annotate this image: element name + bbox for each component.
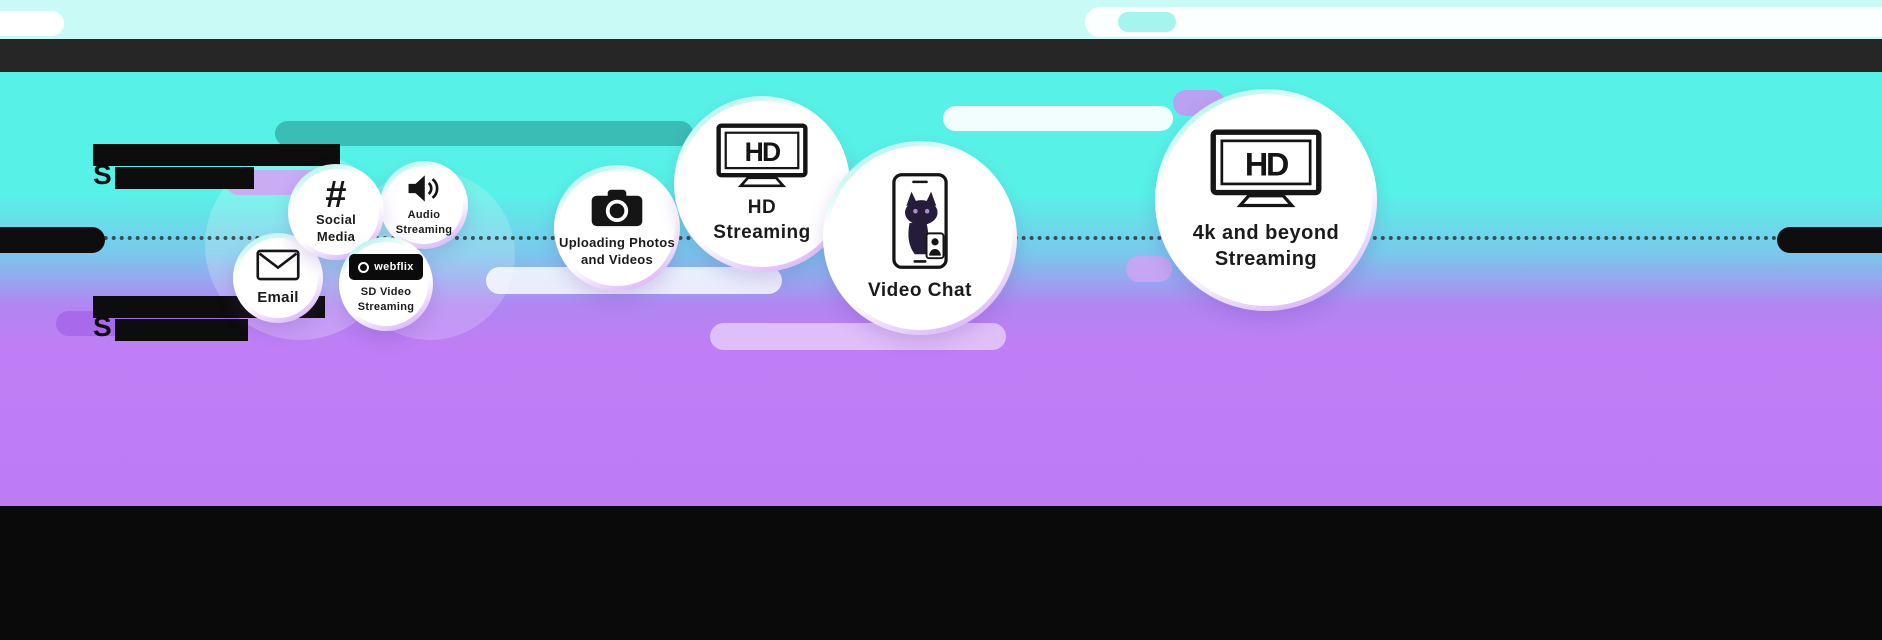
bubble-video-chat: Video Chat — [823, 141, 1017, 335]
bubble-email-inner: Email — [238, 238, 318, 318]
svg-text:HD: HD — [1245, 146, 1288, 182]
bubble-audio-streaming: Audio Streaming — [380, 161, 468, 249]
bubble-hd-streaming-label: HD Streaming — [713, 196, 810, 245]
redacted-heading-bar — [93, 144, 340, 166]
footer-bar — [0, 506, 1882, 640]
hd-tv-icon: HD — [1210, 129, 1322, 207]
label-line: Streaming — [713, 221, 811, 243]
bubble-video-chat-label: Video Chat — [868, 280, 972, 302]
top-strip-cyan-pill-right — [1118, 12, 1176, 32]
speaker-icon — [408, 175, 439, 202]
redacted-heading-initial: S — [93, 311, 112, 342]
top-strip — [0, 0, 1882, 39]
bubble-email-label: Email — [257, 288, 299, 306]
hashtag-icon: # — [325, 174, 347, 217]
bubble-sd-video-streaming-inner: webflix SD Video Streaming — [344, 242, 428, 326]
video-call-phone-icon — [892, 173, 948, 270]
top-strip-white-pill-left — [0, 11, 64, 36]
edge-pill-left — [0, 227, 105, 253]
label-line: Audio — [407, 209, 441, 222]
bubble-sd-video-streaming-label: SD Video Streaming — [358, 285, 415, 314]
bubble-uploading-photos-inner: Uploading Photos and Videos — [559, 170, 675, 286]
edge-pill-right — [1777, 227, 1882, 253]
webflix-logo-text: webflix — [374, 261, 414, 274]
hd-tv-icon: HD — [716, 123, 808, 187]
label-line: Social — [315, 212, 357, 228]
speed-streak-purple — [1126, 256, 1172, 282]
label-line: SD Video — [360, 286, 412, 299]
bubble-email: Email — [233, 233, 323, 323]
bubble-4k-streaming-inner: HD 4k and beyond Streaming — [1160, 94, 1372, 306]
header-bar — [0, 39, 1882, 72]
bubble-sd-video-streaming: webflix SD Video Streaming — [339, 237, 433, 331]
label-line: Media — [316, 229, 356, 245]
label-line: 4k and beyond — [1192, 221, 1340, 244]
redacted-heading-initial: S — [93, 159, 112, 190]
bubble-audio-streaming-inner: Audio Streaming — [385, 166, 463, 244]
redacted-heading-bar — [115, 167, 254, 189]
envelope-icon — [256, 249, 300, 281]
top-strip-white-band-right — [1085, 7, 1882, 37]
bubble-audio-streaming-label: Audio Streaming — [396, 208, 453, 237]
bubble-video-chat-inner: Video Chat — [828, 146, 1012, 330]
webflix-ring-icon — [358, 261, 370, 273]
label-line: Uploading Photos — [559, 235, 676, 251]
bubble-hd-streaming: HD HD Streaming — [674, 96, 850, 272]
webflix-logo: webflix — [349, 254, 423, 281]
speed-streak-teal — [275, 121, 693, 146]
label-line: and Videos — [580, 252, 654, 267]
bubble-uploading-photos: Uploading Photos and Videos — [554, 165, 680, 291]
label-line: HD — [747, 196, 777, 218]
label-line: Streaming — [357, 300, 415, 313]
label-line: Streaming — [1214, 247, 1318, 270]
bubble-4k-streaming: HD 4k and beyond Streaming — [1155, 89, 1377, 311]
bubble-uploading-photos-label: Uploading Photos and Videos — [559, 235, 675, 269]
label-line: Streaming — [395, 223, 453, 236]
speed-streak-white — [943, 106, 1173, 131]
speed-streak-lavender — [710, 323, 1006, 350]
camera-icon — [591, 189, 643, 227]
bubble-hd-streaming-inner: HD HD Streaming — [679, 101, 845, 267]
redacted-heading-bar — [115, 319, 248, 341]
bubble-social-media-label: Social Media — [316, 212, 356, 246]
bubble-4k-streaming-label: 4k and beyond Streaming — [1193, 220, 1340, 272]
svg-text:HD: HD — [745, 137, 781, 167]
